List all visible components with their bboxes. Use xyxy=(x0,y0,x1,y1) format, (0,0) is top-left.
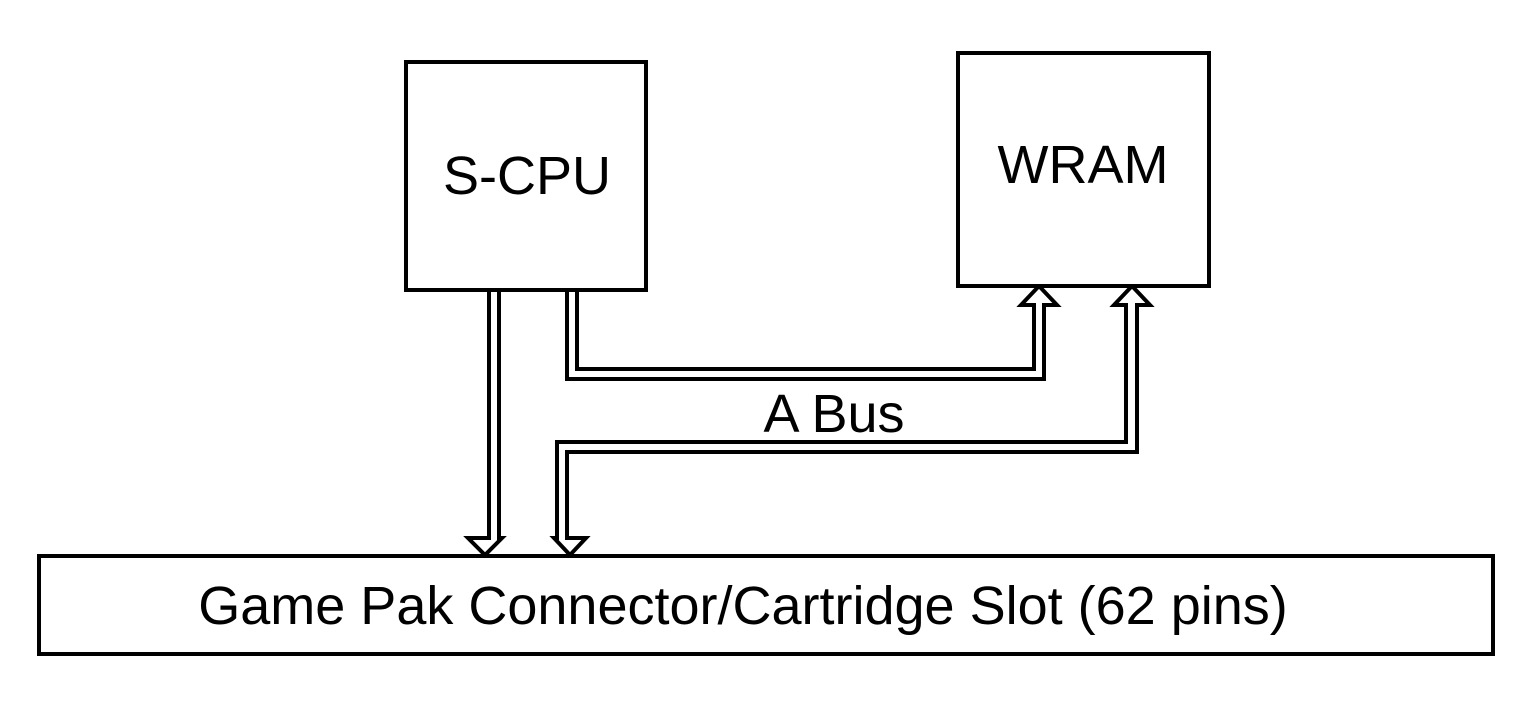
cartridge-slot-block xyxy=(37,554,1495,656)
bus-cpu-to-slot-connector xyxy=(463,292,507,558)
cartridge-slot-label: Game Pak Connector/Cartridge Slot (62 pi… xyxy=(198,576,1288,636)
cpu-label: S-CPU xyxy=(443,146,611,206)
bus-wram-to-slot-connector xyxy=(549,283,1155,558)
wram-label: WRAM xyxy=(998,135,1169,195)
cpu-block xyxy=(404,60,648,292)
bus-label: A Bus xyxy=(763,384,904,444)
wram-block xyxy=(956,51,1211,288)
bus-cpu-to-wram-connector xyxy=(565,283,1062,381)
